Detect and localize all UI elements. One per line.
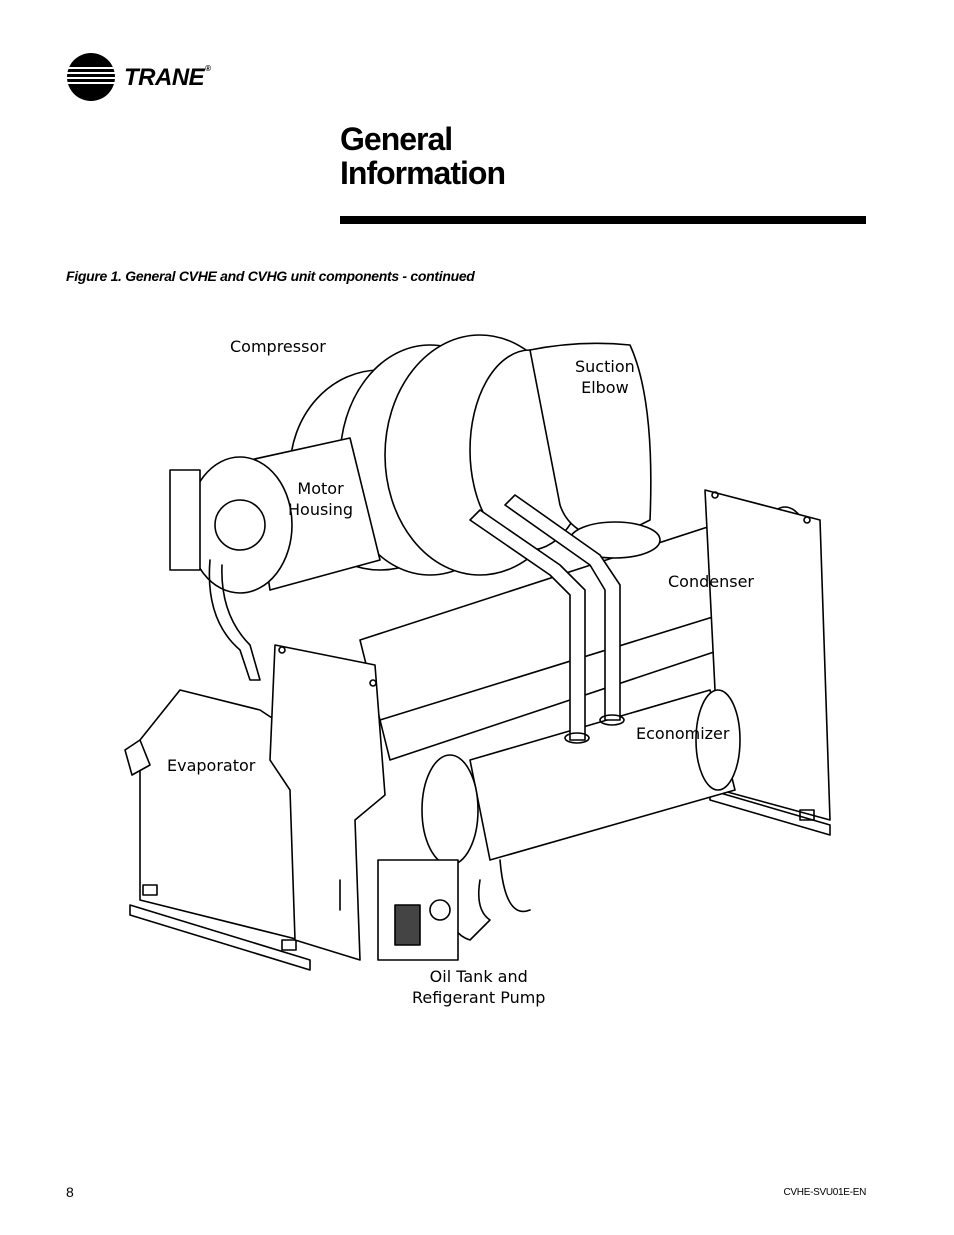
label-oil-tank: Oil Tank and Refigerant Pump	[412, 967, 546, 1007]
piping	[208, 494, 625, 941]
page-title: General Information	[340, 121, 506, 191]
motor-housing-shape	[169, 437, 381, 594]
page-number: 8	[66, 1184, 74, 1200]
label-economizer: Economizer	[636, 724, 730, 743]
label-suction-elbow: Suction Elbow	[575, 357, 635, 397]
trane-logo: TRANE®	[66, 52, 226, 102]
label-compressor: Compressor	[230, 337, 326, 356]
label-motor-housing: Motor Housing	[288, 479, 354, 519]
oil-tank-shape	[377, 859, 459, 961]
economizer-shape	[421, 689, 741, 866]
chiller-diagram: Compressor Suction Elbow Motor Housing C…	[110, 320, 850, 1020]
trane-logo-icon	[67, 53, 115, 101]
label-condenser: Condenser	[668, 572, 754, 591]
front-plate	[269, 644, 386, 961]
chiller-drawing	[124, 334, 831, 971]
title-rule	[340, 216, 866, 224]
logo-wordmark: TRANE®	[124, 64, 211, 91]
title-line-1: General	[340, 121, 453, 157]
title-line-2: Information	[340, 155, 506, 191]
document-id: CVHE-SVU01E-EN	[783, 1187, 867, 1198]
label-evaporator: Evaporator	[167, 756, 256, 775]
figure-caption: Figure 1. General CVHE and CVHG unit com…	[66, 268, 475, 284]
